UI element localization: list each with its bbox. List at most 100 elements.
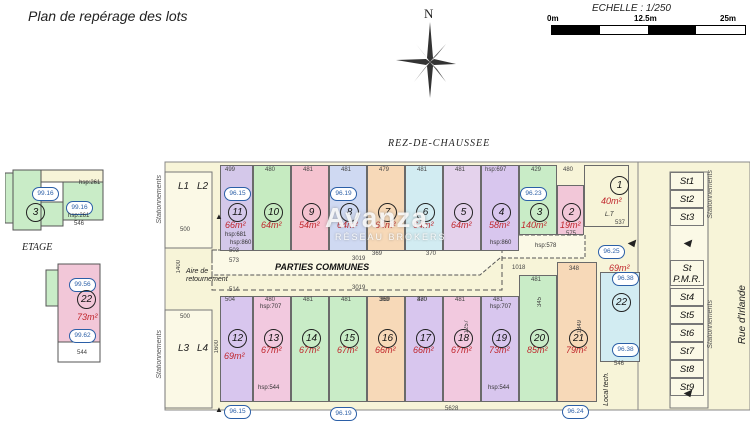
- lot-2[interactable]: 2 19m²: [557, 185, 584, 235]
- parking-l1: L1: [178, 181, 190, 192]
- scale-bar: [551, 25, 746, 35]
- dim-label: 480: [265, 297, 276, 303]
- hsp-label: hsp:707: [260, 304, 282, 310]
- lot-12[interactable]: 12 69m²: [220, 296, 253, 402]
- lot-area: 85m²: [527, 345, 548, 355]
- scale-tick-mid: 12.5m: [634, 14, 657, 23]
- lot-number-badge: 21: [569, 329, 588, 348]
- dim-label: 369: [372, 251, 383, 257]
- lot-16[interactable]: 16 66m²: [367, 296, 405, 402]
- parking-st5[interactable]: St5: [670, 306, 704, 324]
- arrow-left-icon: ◀: [683, 238, 691, 249]
- level-badge: 96.24: [562, 405, 589, 419]
- level-ground-label: REZ-DE-CHAUSSEE: [388, 138, 491, 149]
- dim-label: 575: [566, 231, 577, 237]
- parking-st-pmr[interactable]: St P.M.R.: [670, 260, 704, 286]
- lot-20[interactable]: 20 85m²: [519, 275, 557, 402]
- lot-21[interactable]: 21 79m²: [557, 262, 597, 402]
- lot-7[interactable]: 7 64m²: [367, 165, 405, 251]
- dim-label: 500: [180, 227, 191, 233]
- parking-st2[interactable]: St2: [670, 190, 704, 208]
- lot-13[interactable]: 13 67m²: [253, 296, 291, 402]
- lot-area: 64m²: [261, 220, 282, 230]
- lot-number-badge: 4: [492, 203, 511, 222]
- parking-st6[interactable]: St6: [670, 324, 704, 342]
- dim-label: 348: [569, 266, 580, 272]
- scale-tick-0: 0m: [547, 14, 559, 23]
- lot-area: 67m²: [337, 345, 358, 355]
- total-width-label: 5628: [445, 406, 459, 412]
- parking-st4[interactable]: St4: [670, 288, 704, 306]
- dim-label: 480: [265, 167, 276, 173]
- lot-area: 66m²: [375, 345, 396, 355]
- dim-label: 481: [455, 167, 466, 173]
- arrow-up-icon: ▲: [215, 212, 223, 221]
- level-upper-label: ETAGE: [22, 242, 53, 253]
- dim-label: 480: [417, 297, 428, 303]
- compass-icon: [396, 22, 456, 98]
- lot-6[interactable]: 6 64m²: [405, 165, 443, 251]
- page-title: Plan de repérage des lots: [28, 8, 188, 24]
- lot-area: 66m²: [413, 345, 434, 355]
- lot-19[interactable]: 19 73m²: [481, 296, 519, 402]
- lot-8[interactable]: 8 64m²: [329, 165, 367, 251]
- lot-14[interactable]: 14 67m²: [291, 296, 329, 402]
- lot-area: 140m²: [521, 220, 547, 230]
- lot-15[interactable]: 15 67m²: [329, 296, 367, 402]
- dim-label: 546: [74, 221, 85, 227]
- lot-area: 73m²: [77, 312, 98, 322]
- dim-label: 504: [225, 297, 236, 303]
- lot-area: 69m²: [609, 263, 630, 273]
- level-badge: 99.62: [69, 329, 96, 343]
- dim-label: 481: [531, 277, 542, 283]
- watermark-subtitle: RÉSEAU BROKERS: [335, 232, 447, 242]
- dim-label: 499: [225, 167, 236, 173]
- lot-area: 64m²: [337, 220, 358, 230]
- parking-st8[interactable]: St8: [670, 360, 704, 378]
- parking-st7[interactable]: St7: [670, 342, 704, 360]
- level-badge: 96.19: [330, 187, 357, 201]
- lot-area: 64m²: [413, 220, 434, 230]
- lot-number-badge: 2: [562, 203, 581, 222]
- dim-label: 370: [417, 297, 428, 303]
- dim-label: 370: [426, 251, 437, 257]
- lot-number-badge: 12: [228, 329, 247, 348]
- parking-l2: L2: [197, 181, 209, 192]
- lot-number-badge: 17: [416, 329, 435, 348]
- common-area-label: PARTIES COMMUNES: [275, 262, 370, 272]
- arrow-left-icon: ◀: [683, 388, 691, 399]
- level-badge: 99.16: [32, 187, 59, 201]
- lot-5[interactable]: 5 64m²: [443, 165, 481, 251]
- dim-label: 1849: [577, 320, 583, 334]
- hsp-label: hsp:707: [490, 304, 512, 310]
- arrow-left-icon: ◀: [627, 238, 635, 249]
- dim-label: 514: [229, 287, 240, 293]
- lot-number-badge: 13: [264, 329, 283, 348]
- level-badge: 96.38: [612, 343, 639, 357]
- lot-10[interactable]: 10 64m²: [253, 165, 291, 251]
- lot-number-badge: 3: [530, 203, 549, 222]
- lot-17[interactable]: 17 66m²: [405, 296, 443, 402]
- parking-side-label: Stationnements: [156, 175, 163, 224]
- lot-9[interactable]: 9 54m²: [291, 165, 329, 251]
- dim-label: 479: [379, 167, 390, 173]
- parking-st9[interactable]: St9: [670, 378, 704, 396]
- dim-label: 481: [493, 297, 504, 303]
- lot-1[interactable]: 1 40m² L.T: [584, 165, 629, 227]
- hsp-label: hsp:860: [490, 240, 512, 246]
- level-badge: 96.19: [330, 407, 357, 421]
- hsp-label: hsp:544: [488, 385, 510, 391]
- lot-11[interactable]: 11 66m²: [220, 165, 253, 251]
- lot-number-badge: 9: [302, 203, 321, 222]
- dim-label: 500: [180, 314, 191, 320]
- parking-st1[interactable]: St1: [670, 172, 704, 190]
- lot-4[interactable]: 4 58m²: [481, 165, 519, 251]
- dim-label: 546: [614, 361, 625, 367]
- street-label: Rue d'Irlande: [737, 285, 748, 345]
- lot-area: 64m²: [451, 220, 472, 230]
- lot-18[interactable]: 18 67m²: [443, 296, 481, 402]
- lot-number-badge: 16: [378, 329, 397, 348]
- parking-st3[interactable]: St3: [670, 208, 704, 226]
- lot-number-badge: 1: [610, 176, 629, 195]
- local-tech-label: Local tech.: [603, 372, 610, 406]
